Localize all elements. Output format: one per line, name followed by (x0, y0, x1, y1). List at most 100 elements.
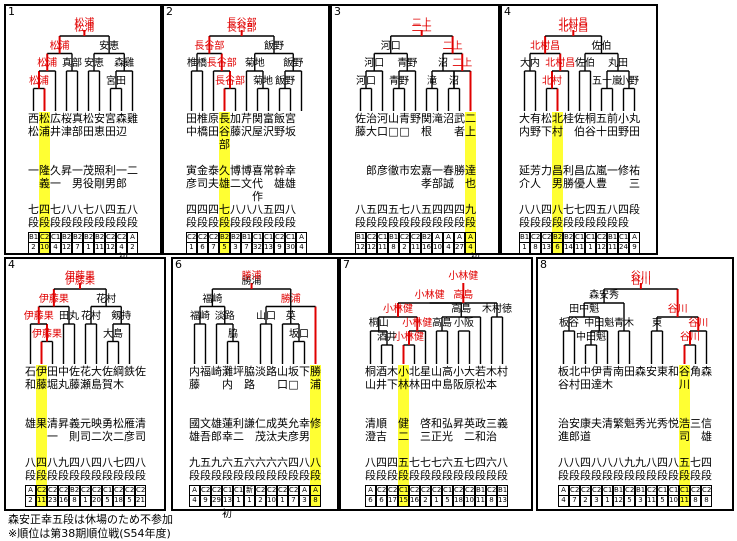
player-name-char: 段 (366, 216, 377, 229)
match-winner-label: 飯野 (264, 40, 284, 52)
match-winner-label: 山口 (256, 311, 276, 322)
player-name-char: 清 (365, 417, 376, 430)
player-name-char: 木 (602, 378, 613, 391)
player-name-char: 段 (124, 469, 135, 482)
player-name-char: 脇 (244, 365, 255, 378)
player-name-char: 谷 (679, 365, 690, 378)
player-name-char: 木 (387, 365, 398, 378)
player-name-char: 段 (679, 469, 690, 482)
player-name-char: 花 (80, 365, 91, 378)
match-winner-label: 二上 (442, 40, 463, 52)
seed-number: 6 (376, 496, 387, 507)
seed-number: 8 (388, 243, 399, 254)
player-name-char: 大 (519, 112, 530, 125)
player-name-char: 八 (102, 456, 113, 469)
player-name-char: 段 (299, 469, 310, 482)
player-name-char: 勝 (563, 177, 574, 190)
player-name-char: 段 (442, 469, 453, 482)
player-name-char: 段 (355, 216, 366, 229)
player-name-char: 者 (454, 125, 465, 138)
seed-number: 1 (277, 496, 288, 507)
seed-class: C2 (410, 232, 421, 243)
player-name-char: 段 (233, 469, 244, 482)
seed-number: 10 (464, 496, 475, 507)
player-name-char: 七 (113, 456, 124, 469)
player-name-char: 九 (211, 456, 222, 469)
player-name-char: 中 (186, 125, 197, 138)
player-name-char: 清 (135, 417, 146, 430)
match-winner-label: 青木 (614, 318, 634, 329)
bracket-tree (523, 30, 636, 111)
player-name-char: 村 (552, 125, 563, 138)
player-name-char: 段 (72, 216, 83, 229)
player-name-char: 段 (596, 216, 607, 229)
seed-number: 4 (116, 243, 127, 254)
player-name-char: 飯 (274, 112, 285, 125)
player-name-char: 坂 (285, 125, 296, 138)
player-name-char: 田 (629, 125, 640, 138)
player-name-char: 五 (398, 456, 409, 469)
player-name-char: 二 (465, 112, 476, 125)
seed-class: C1 (585, 232, 596, 243)
player-name-char: 介 (519, 177, 530, 190)
player-name-char: 力 (541, 164, 552, 177)
seed-number: 13 (497, 496, 508, 507)
player-name-char: 森 (635, 365, 646, 378)
match-winner-label: 小林健 (394, 332, 424, 343)
player-name-char: 一 (432, 164, 443, 177)
player-name-char: 沢 (263, 125, 274, 138)
match-winner-label: 小阪 (454, 318, 474, 329)
seed-class: C2 (580, 485, 591, 496)
player-name-char: 若 (475, 365, 486, 378)
player-name-char: 八 (552, 203, 563, 216)
seed-class: B2 (83, 232, 94, 243)
seed-class: A (558, 485, 569, 496)
player-name-char: 佐 (574, 112, 585, 125)
player-name-char: 四 (454, 203, 465, 216)
player-name-char: 段 (277, 469, 288, 482)
player-name-char: 藤 (230, 125, 241, 138)
player-name-char: 四 (274, 203, 285, 216)
player-name-char: 田 (420, 378, 431, 391)
player-name-char: 芹 (241, 112, 252, 125)
player-name-char: 段 (409, 469, 420, 482)
seed-class: C2 (124, 485, 135, 496)
seed-class: C2 (596, 232, 607, 243)
match-winner-label: 青野 (389, 75, 409, 87)
player-name-char: 健 (398, 417, 409, 430)
player-name-char: 中 (58, 365, 69, 378)
player-name-char: 段 (486, 469, 497, 482)
seed-number: 24 (618, 243, 629, 254)
player-name-char: 昇 (58, 417, 69, 430)
panel-number: 4 (504, 5, 511, 18)
seed-class: C1 (618, 232, 629, 243)
player-name-char: 丸 (58, 378, 69, 391)
player-name-char: 鉄 (124, 365, 135, 378)
player-name-char: 順 (376, 417, 387, 430)
player-name-char: 七 (219, 203, 230, 216)
seed-number: 21 (135, 496, 146, 507)
player-name-char: 安 (569, 417, 580, 430)
player-name-char: 段 (613, 469, 624, 482)
player-name-char: 七 (420, 456, 431, 469)
seed-number: 7 (241, 243, 252, 254)
player-name-char: 野 (618, 125, 629, 138)
